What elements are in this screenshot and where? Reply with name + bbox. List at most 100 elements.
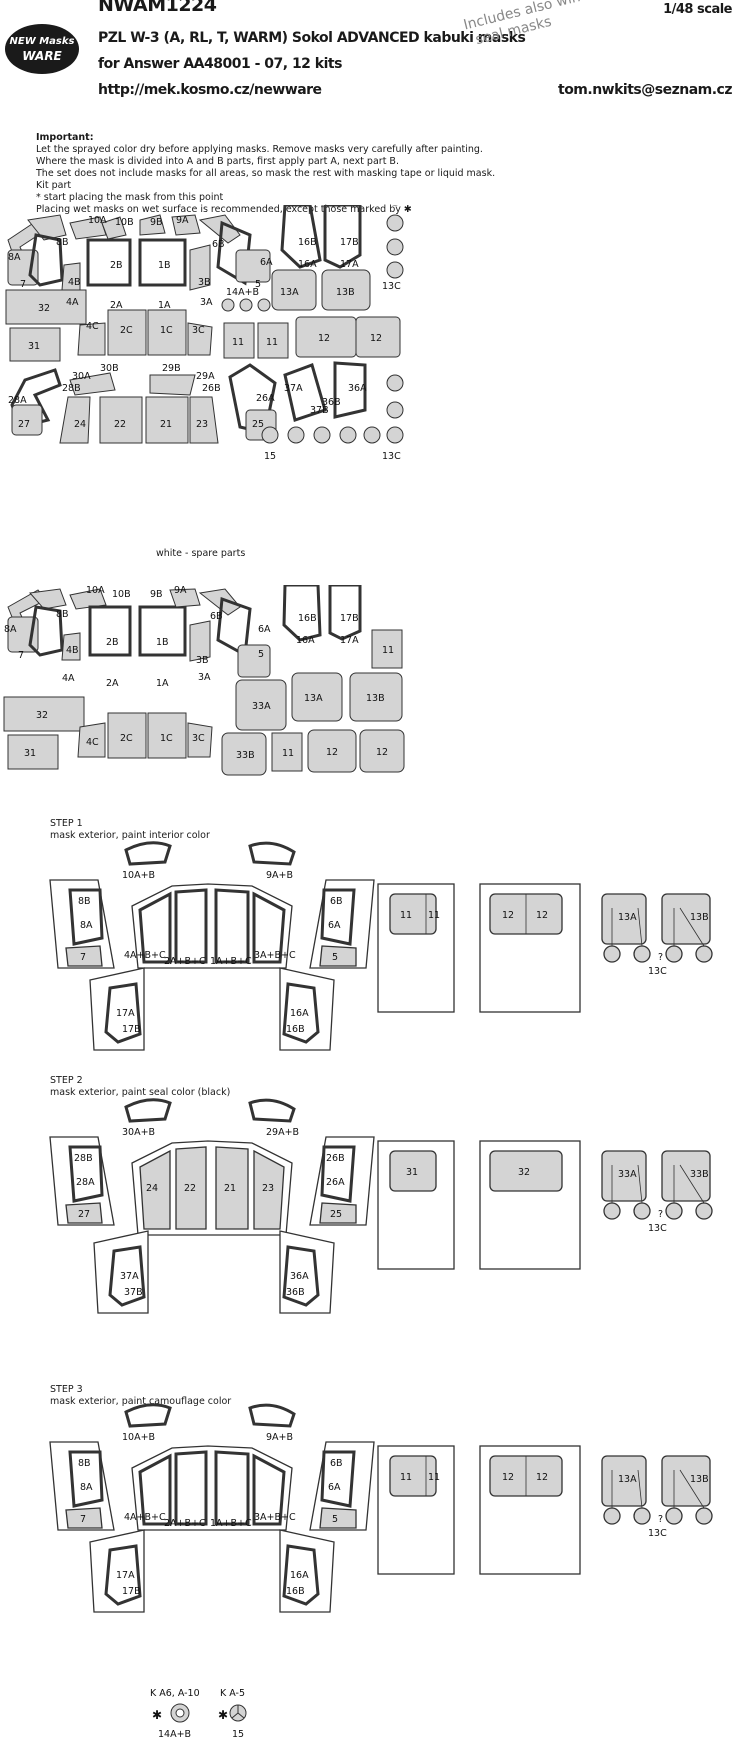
step-2-diagram: 30A+B 29A+B 28B 28A 27 26B 26A 25 24 22 … (49, 1098, 713, 1314)
mask-13C-dot (603, 1202, 621, 1220)
label-l-upper: 8B (78, 896, 91, 907)
label-c1: 4A+B+C (124, 950, 166, 961)
step-1-heading: STEP 1 mask exterior, paint interior col… (50, 818, 210, 842)
windshield-pane-23 (253, 1149, 285, 1230)
window-box-1-mask (389, 893, 437, 935)
panel-bottom-right (279, 1230, 335, 1314)
mask-30 (69, 372, 116, 396)
label-box1-b: 11 (428, 910, 440, 921)
label-3C: 3C (192, 733, 205, 744)
mask-13C-dot (695, 945, 713, 963)
frame-bottom-right (282, 1544, 320, 1606)
label-36A: 36A (348, 383, 367, 394)
label-m-a: 13A (618, 1474, 637, 1485)
label-r-low: 5 (332, 1514, 338, 1525)
step-title: STEP 2 (50, 1075, 83, 1086)
windshield-pane-3 (252, 1453, 286, 1526)
mask-27 (11, 404, 43, 436)
mask-14B-dot (239, 298, 253, 312)
mask-17B-17A (323, 205, 362, 269)
label-21: 21 (160, 419, 172, 430)
windshield-pane-21 (215, 1146, 249, 1230)
label-4A: 4A (66, 297, 79, 308)
label-8A: 8A (8, 252, 21, 263)
label-8B: 8B (56, 609, 69, 620)
mask-13C-dot (633, 1202, 651, 1220)
label-15: 15 (264, 451, 276, 462)
mask-8B (27, 214, 67, 241)
mask-12 (359, 729, 405, 773)
window-top-right (248, 841, 296, 866)
frame-left (68, 1145, 104, 1203)
mask-3B-3A (189, 244, 211, 291)
kit-a-label: K A6, A-10 (150, 1688, 200, 1699)
label-17A: 17A (340, 635, 359, 646)
email-link[interactable]: tom.nwkits@seznam.cz (558, 82, 733, 98)
frame-right (320, 1450, 356, 1508)
label-m-b: 13B (690, 1474, 709, 1485)
note-line: The set does not include masks for all a… (36, 168, 496, 179)
label-l-low: 7 (80, 1514, 86, 1525)
label-bl-a: 37A (120, 1271, 139, 1282)
mask-37 (283, 363, 327, 422)
label-l-mid: 8A (80, 1482, 93, 1493)
mask-13C-dot (665, 1202, 683, 1220)
mask-5 (237, 644, 271, 678)
label-10A: 10A (86, 585, 105, 596)
note-line: Where the mask is divided into A and B p… (36, 156, 399, 167)
label-box2-b: 12 (536, 910, 548, 921)
label-c2: 22 (184, 1183, 196, 1194)
label-29A: 29A (196, 371, 215, 382)
website-link[interactable]: http://mek.kosmo.cz/newware (98, 82, 322, 98)
logo-line2: WARE (22, 49, 62, 63)
mask-33A (235, 679, 287, 731)
label-16B: 16B (298, 613, 317, 624)
label-l-mid: 8A (80, 920, 93, 931)
label-9B: 9B (150, 589, 163, 600)
note-line: Let the sprayed color dry before applyin… (36, 144, 483, 155)
label-br-a: 36A (290, 1271, 309, 1282)
mask-17 (328, 585, 362, 641)
label-13B: 13B (336, 287, 355, 298)
mask-left-low (65, 1202, 103, 1224)
mask-4B (28, 233, 64, 287)
mask-11b (257, 322, 289, 359)
label-top-right: 9A+B (266, 870, 293, 881)
windshield-pane-4 (138, 891, 172, 964)
mask-13C-dot (386, 401, 404, 419)
frame-bottom-left (104, 1544, 142, 1606)
mask-10B (101, 216, 127, 240)
label-10B: 10B (112, 589, 131, 600)
label-br-b: 36B (286, 1287, 305, 1298)
label-3A: 3A (198, 672, 211, 683)
step-3-diagram: 10A+B 9A+B 8B 8A 7 6B 6A 5 4A+B+C 2A+B+C… (49, 1403, 713, 1613)
label-m-b: 13B (690, 912, 709, 923)
label-bl-b: 17B (122, 1024, 141, 1035)
label-top-left: 10A+B (122, 870, 155, 881)
label-8A: 8A (4, 624, 17, 635)
label-l-upper: 28B (74, 1153, 93, 1164)
label-13B: 13B (366, 693, 385, 704)
footer-parts: K A6, A-10 K A-5 ✱ ✱ 14A+B 15 (150, 1688, 247, 1740)
label-box1-b: 11 (428, 1472, 440, 1483)
mask-14A-dot (221, 298, 235, 312)
mask-10A (69, 588, 107, 610)
mask-left-low (65, 1507, 103, 1529)
mask-5 (235, 249, 271, 283)
label-12: 12 (318, 333, 330, 344)
label-2B: 2B (110, 260, 123, 271)
label-30A: 30A (72, 371, 91, 382)
label-33A: 33A (252, 701, 271, 712)
label-16A: 16A (298, 259, 317, 270)
label-37A: 37A (284, 383, 303, 394)
step-1-diagram: 10A+B 9A+B 8B 8A 7 6B 6A 5 4A+B+C 2A+B+C… (49, 841, 713, 1051)
label-top-left: 30A+B (122, 1127, 155, 1138)
mask-9A (171, 214, 201, 236)
label-2A: 2A (106, 678, 119, 689)
label-m-a: 33A (618, 1169, 637, 1180)
label-27: 27 (18, 419, 30, 430)
label-1B: 1B (156, 637, 169, 648)
panel-bottom-left (89, 967, 145, 1051)
mask-9B (139, 214, 166, 236)
label-top-right: 9A+B (266, 1432, 293, 1443)
